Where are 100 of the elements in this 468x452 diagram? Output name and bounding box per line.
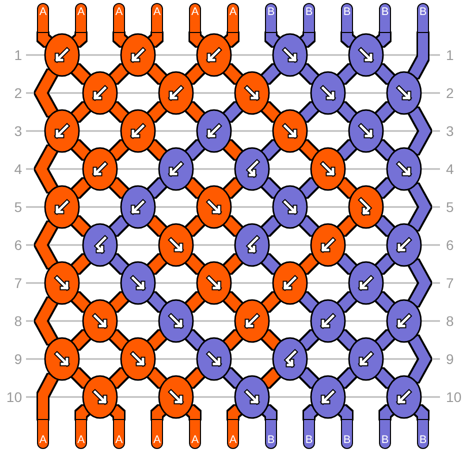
strand [72,178,90,198]
row-number: 6 [14,237,22,253]
strand [38,33,52,46]
row-number: 3 [14,123,22,139]
strand [72,216,90,236]
strand [186,102,204,122]
knot [158,71,194,115]
strand [224,368,242,388]
strand [110,64,128,84]
row-number: 7 [14,275,22,291]
strand [409,260,431,306]
strand [224,216,242,236]
knot [348,261,384,305]
strand [76,406,90,419]
strand [262,368,280,388]
strand [72,64,90,84]
strand-end-tab: A [37,419,49,449]
strand [72,140,90,160]
strand [186,254,204,274]
strand-end-tab: B [379,419,391,449]
strand [262,140,280,160]
strand-end-tab: B [341,3,353,33]
strand [304,406,318,419]
strand [72,292,90,312]
knot [386,299,422,343]
strand [224,33,238,46]
knot [44,261,80,305]
strand [338,368,356,388]
strand [186,406,200,419]
strand [262,64,280,84]
strand-end-tab: A [75,3,87,33]
row-number: 10 [446,389,462,405]
knot [272,109,308,153]
knot [234,299,270,343]
knot [386,147,422,191]
strand [186,64,204,84]
strand-end-tab: B [417,419,429,449]
strand [338,254,356,274]
strand [148,102,166,122]
strand [186,216,204,236]
strand-end-tab: A [151,3,163,33]
strand [148,178,166,198]
row-number: 7 [446,275,454,291]
strand [338,406,352,419]
strand [224,292,242,312]
knot [196,33,232,77]
strand [224,64,242,84]
strand-end-tab: B [303,419,315,449]
strand [110,216,128,236]
strand [224,102,242,122]
strand [35,298,57,344]
knot [196,185,232,229]
strand [110,292,128,312]
knot [158,299,194,343]
knot [120,261,156,305]
strand-end-tab: A [113,3,125,33]
strand-end-tab: A [189,419,201,449]
knot [348,185,384,229]
strand-end-tab: A [37,3,49,33]
strand-end-tab: A [189,3,201,33]
row-number: 2 [14,85,22,101]
strand [380,406,394,419]
row-number: 8 [446,313,454,329]
strand [35,146,57,192]
knot [196,261,232,305]
knot [196,109,232,153]
strand [186,368,204,388]
strand-end-tab: B [303,3,315,33]
row-number: 10 [6,389,22,405]
strand [376,254,394,274]
strand [338,178,356,198]
strand-end-tab: B [341,419,353,449]
row-number: 6 [446,237,454,253]
strand [186,178,204,198]
strand [300,178,318,198]
knot [82,223,118,267]
knot [234,147,270,191]
strand [152,406,166,419]
strand [35,70,57,116]
knot [196,337,232,381]
strand [148,330,166,350]
strand [72,102,90,122]
strand [338,140,356,160]
strand-end-tab: A [227,419,239,449]
strand-end-tab: A [227,3,239,33]
knot [44,185,80,229]
knot [386,375,422,419]
strand [262,216,280,236]
row-number: 2 [446,85,454,101]
knot [348,33,384,77]
knot [120,33,156,77]
strand [376,178,394,198]
strand-end-tab: B [417,3,429,33]
strand-end-tab: A [113,419,125,449]
row-number: 1 [446,47,454,63]
strand [338,64,356,84]
strand [72,33,86,46]
strand [342,33,356,46]
strand [38,374,58,419]
strand [110,330,128,350]
